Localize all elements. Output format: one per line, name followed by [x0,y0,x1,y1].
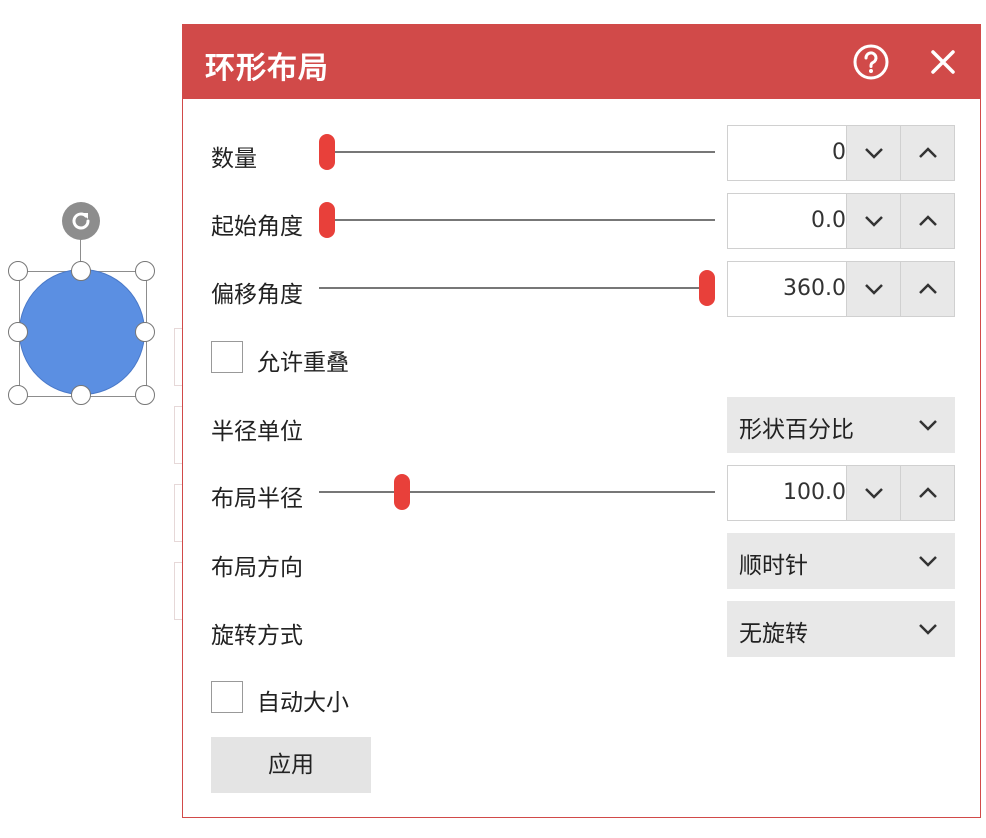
start-angle-slider[interactable] [318,200,715,240]
resize-handle-top[interactable] [71,261,91,281]
decrement-button[interactable] [846,193,901,249]
increment-button[interactable] [900,465,955,521]
background-shape-edge [174,328,185,386]
layout-radius-label: 布局半径 [211,486,303,512]
dialog-title: 环形布局 [205,51,329,86]
offset-angle-input[interactable]: 360.0 [727,261,861,317]
layout-radius-spinbox: 100.0 [727,465,955,521]
slide-canvas [0,0,185,838]
help-circle-icon[interactable] [853,44,889,80]
rotate-icon[interactable] [62,202,100,240]
slider-thumb[interactable] [394,474,411,510]
apply-button[interactable]: 应用 [211,737,371,793]
allow-overlap-checkbox[interactable] [211,341,243,373]
resize-handle-right[interactable] [135,322,155,342]
selected-circle-shape[interactable] [19,269,145,395]
decrement-button[interactable] [846,125,901,181]
slider-track [319,287,715,289]
layout-direction-dropdown[interactable]: 顺时针 [727,533,955,589]
resize-handle-bottom[interactable] [71,385,91,405]
count-spinbox: 0 [727,125,955,181]
chevron-down-icon [919,624,937,635]
start-angle-label: 起始角度 [211,214,303,240]
background-shape-edge [174,406,185,464]
background-shape-edge [174,484,185,542]
increment-button[interactable] [900,261,955,317]
slider-track [319,151,715,153]
offset-angle-spinbox: 360.0 [727,261,955,317]
dropdown-value: 顺时针 [739,553,808,579]
start-angle-input[interactable]: 0.0 [727,193,861,249]
count-slider[interactable] [318,132,715,172]
layout-direction-label: 布局方向 [211,555,303,581]
resize-handle-bottom-left[interactable] [8,385,28,405]
resize-handle-top-left[interactable] [8,261,28,281]
radius-unit-dropdown[interactable]: 形状百分比 [727,397,955,453]
auto-size-checkbox[interactable] [211,681,243,713]
count-label: 数量 [211,146,257,172]
rotation-mode-label: 旋转方式 [211,623,303,649]
dropdown-value: 无旋转 [739,621,808,647]
rotation-mode-dropdown[interactable]: 无旋转 [727,601,955,657]
slider-thumb[interactable] [318,202,335,238]
increment-button[interactable] [900,125,955,181]
count-input[interactable]: 0 [727,125,861,181]
resize-handle-top-right[interactable] [135,261,155,281]
circular-layout-dialog: 环形布局 数量 0 起始角度 0.0 [182,24,981,818]
dropdown-value: 形状百分比 [739,417,854,443]
resize-handle-left[interactable] [8,322,28,342]
rotation-connector [80,238,81,270]
layout-radius-slider[interactable] [319,472,715,512]
dialog-titlebar: 环形布局 [183,25,980,99]
slider-thumb[interactable] [318,134,335,170]
slider-thumb[interactable] [699,270,716,306]
increment-button[interactable] [900,193,955,249]
slider-track [319,491,715,493]
background-shape-edge [174,562,185,620]
decrement-button[interactable] [846,261,901,317]
slider-track [319,219,715,221]
layout-radius-input[interactable]: 100.0 [727,465,861,521]
chevron-down-icon [919,556,937,567]
decrement-button[interactable] [846,465,901,521]
start-angle-spinbox: 0.0 [727,193,955,249]
close-icon[interactable] [925,44,961,80]
allow-overlap-label: 允许重叠 [257,350,349,376]
resize-handle-bottom-right[interactable] [135,385,155,405]
auto-size-label: 自动大小 [257,690,349,716]
offset-angle-label: 偏移角度 [211,282,303,308]
chevron-down-icon [919,420,937,431]
offset-angle-slider[interactable] [319,268,716,308]
radius-unit-label: 半径单位 [211,419,303,445]
